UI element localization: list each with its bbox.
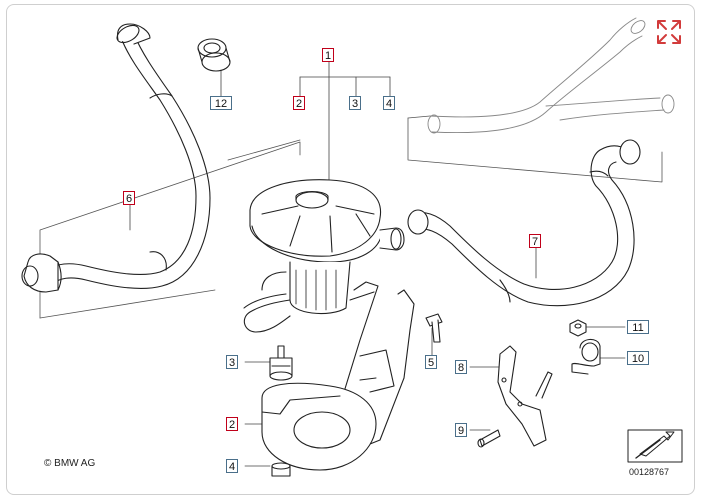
- grommet-4: [271, 462, 291, 477]
- callout-9[interactable]: 9: [455, 423, 468, 437]
- callout-2[interactable]: 2: [293, 96, 306, 110]
- clamp-12: [197, 38, 231, 72]
- bracket-8: [497, 345, 553, 447]
- hose-6: [21, 23, 211, 293]
- callout-8[interactable]: 8: [455, 360, 468, 374]
- copyright-text: © BMW AG: [44, 458, 96, 469]
- callout-3-lower[interactable]: 3: [226, 355, 239, 369]
- grommet-3: [269, 345, 293, 381]
- clip-10: [571, 338, 601, 375]
- callout-5[interactable]: 5: [425, 355, 438, 369]
- callout-1[interactable]: 1: [322, 48, 335, 62]
- callout-7[interactable]: 7: [529, 234, 542, 248]
- callout-11[interactable]: 11: [627, 320, 649, 334]
- bracket-2: [261, 281, 415, 471]
- direction-arrow-icon: [627, 429, 683, 463]
- callout-6[interactable]: 6: [123, 191, 136, 205]
- hose-7: [407, 139, 641, 307]
- callout-12[interactable]: 12: [210, 96, 232, 110]
- nut-11: [569, 319, 587, 337]
- callout-2-lower[interactable]: 2: [226, 417, 239, 431]
- leader-lines: [129, 61, 626, 467]
- callout-4[interactable]: 4: [383, 96, 396, 110]
- bolt-9: [477, 429, 501, 448]
- air-pump-1: [243, 179, 405, 333]
- bolt-5: [425, 313, 443, 343]
- expand-arrows-icon[interactable]: [656, 19, 682, 45]
- callout-4-lower[interactable]: 4: [226, 459, 239, 473]
- callout-10[interactable]: 10: [627, 351, 649, 365]
- part-reference-number: 00128767: [629, 467, 670, 477]
- callout-3[interactable]: 3: [349, 96, 362, 110]
- y-pipe: [427, 17, 675, 134]
